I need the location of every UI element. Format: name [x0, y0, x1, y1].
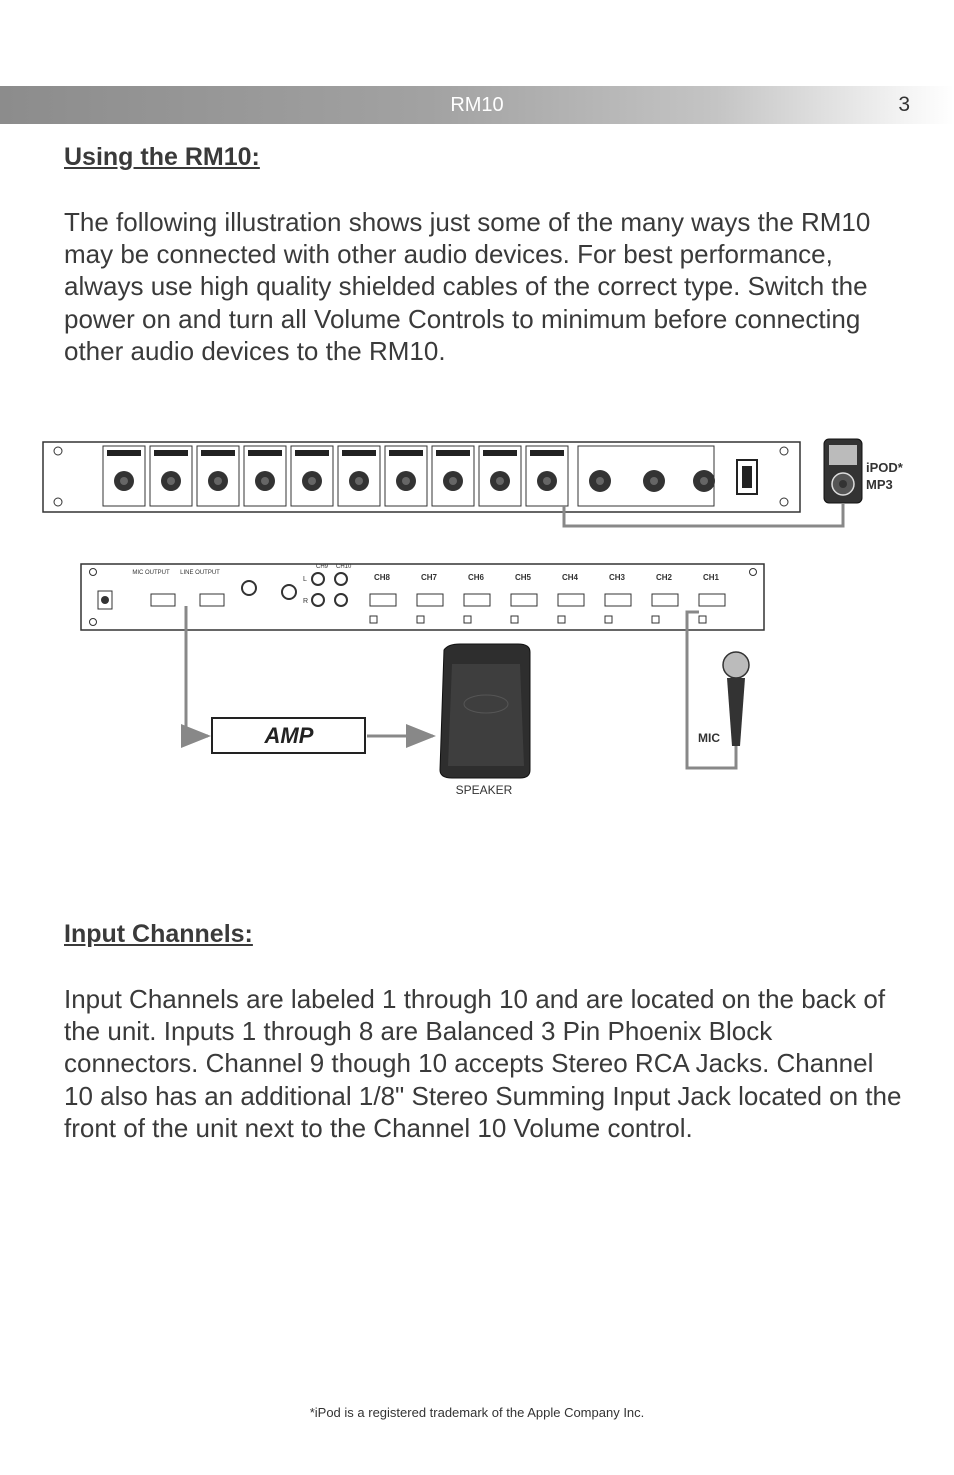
header-bar: RM10 3: [0, 86, 954, 124]
svg-text:CH6: CH6: [468, 573, 485, 582]
channel-knob: [431, 445, 475, 507]
channel-knob: [290, 445, 334, 507]
rear-channel-connector: CH6: [463, 573, 491, 624]
ipod-device: iPOD* MP3: [823, 438, 904, 504]
channel-knob: [102, 445, 146, 507]
svg-text:CH2: CH2: [656, 573, 673, 582]
mic-cable: [685, 610, 738, 770]
front-panel: [42, 441, 801, 513]
line-output-label: LINE OUTPUT: [180, 570, 220, 576]
ch9-label: CH9: [316, 564, 329, 570]
left-label: L: [303, 576, 307, 583]
channel-knob: [337, 445, 381, 507]
master-knob: [693, 470, 715, 492]
header-title: RM10: [450, 94, 504, 116]
master-knob: [643, 470, 665, 492]
channel-knob: [525, 445, 569, 507]
svg-text:CH8: CH8: [374, 573, 391, 582]
amp-box: AMP: [211, 717, 366, 754]
ipod-label: iPOD*: [866, 460, 904, 475]
channel-knob: [478, 445, 522, 507]
rear-channel-connector: CH1: [698, 573, 726, 624]
rear-channel-connector: CH8: [369, 573, 397, 624]
section-heading-using: Using the RM10:: [64, 143, 260, 171]
svg-text:CH4: CH4: [562, 573, 579, 582]
rear-channel-connector: CH4: [557, 573, 585, 624]
speaker: SPEAKER: [439, 643, 531, 797]
ipod-cable: [562, 504, 845, 528]
rear-channel-connector: CH2: [651, 573, 679, 624]
svg-text:CH7: CH7: [421, 573, 438, 582]
channel-knob: [149, 445, 193, 507]
master-knob: [589, 470, 611, 492]
ch10-label: CH10: [336, 564, 352, 570]
rear-channel-connector: CH7: [416, 573, 444, 624]
microphone: MIC: [698, 651, 750, 746]
channel-knob: [384, 445, 428, 507]
section-body-using: The following illustration shows just so…: [64, 207, 871, 366]
mp3-label: MP3: [866, 477, 893, 492]
rear-panel: MIC OUTPUT LINE OUTPUT CH9 CH10 L R CH8 C…: [80, 563, 765, 631]
section-body-input-channels: Input Channels are labeled 1 through 10 …: [64, 984, 902, 1143]
channel-knob: [243, 445, 287, 507]
svg-text:CH5: CH5: [515, 573, 532, 582]
connection-diagram: iPOD* MP3 MIC OUTPUT LINE OUTPUT CH9 CH1…: [42, 438, 904, 797]
mic-label: MIC: [698, 731, 720, 745]
section-heading-input-channels: Input Channels:: [64, 920, 253, 948]
amp-label: AMP: [264, 723, 314, 748]
svg-text:CH3: CH3: [609, 573, 626, 582]
page-number: 3: [898, 93, 910, 116]
trademark-footnote: *iPod is a registered trademark of the A…: [309, 1405, 645, 1420]
svg-text:CH1: CH1: [703, 573, 720, 582]
channel-knob: [196, 445, 240, 507]
right-label: R: [303, 598, 308, 605]
amp-cable: [181, 606, 211, 748]
rear-channel-connector: CH3: [604, 573, 632, 624]
rear-channel-connector: CH5: [510, 573, 538, 624]
speaker-label: SPEAKER: [456, 783, 513, 797]
mic-output-label: MIC OUTPUT: [132, 570, 170, 576]
